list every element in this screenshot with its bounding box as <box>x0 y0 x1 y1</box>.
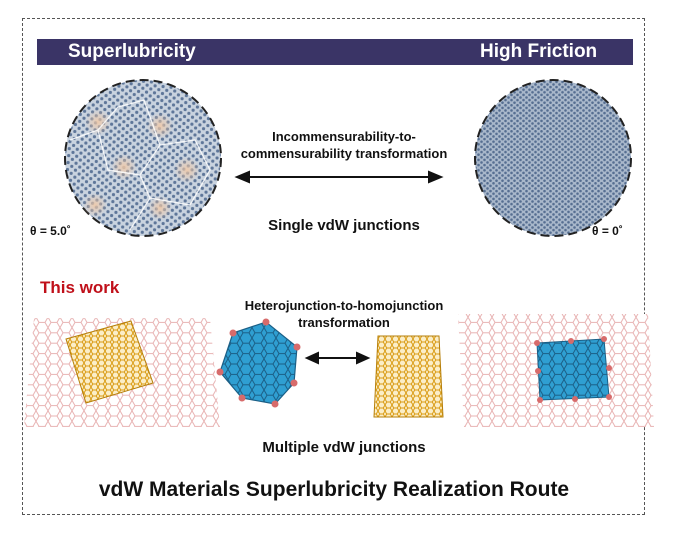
top-transformation-line2: commensurability transformation <box>240 146 448 161</box>
bottom-transformation-label: Heterojunction-to-homojunction transform… <box>218 297 470 331</box>
single-junctions-label: Single vdW junctions <box>268 217 420 234</box>
moire-lattice-disc <box>64 79 222 237</box>
superlubricity-label: Superlubricity <box>68 41 196 62</box>
high-friction-label: High Friction <box>480 41 598 62</box>
bottom-double-arrow <box>304 351 371 365</box>
substrate-with-rotated-flake <box>24 318 220 427</box>
top-double-arrow <box>234 170 444 184</box>
header-banner <box>37 39 633 65</box>
top-transformation-label: Incommensurability-to- commensurability … <box>228 128 460 162</box>
commensurate-lattice-disc <box>474 79 632 237</box>
multiple-junctions-label: Multiple vdW junctions <box>262 439 426 456</box>
theta-right-label: θ = 0˚ <box>592 224 623 238</box>
footer-title: vdW Materials Superlubricity Realization… <box>98 478 570 501</box>
yellow-hexagonal-flake <box>373 335 444 418</box>
blue-hexagonal-flake <box>216 318 301 408</box>
this-work-label: This work <box>40 278 120 297</box>
substrate-with-aligned-flake <box>458 314 654 427</box>
dashed-frame <box>22 18 645 515</box>
theta-left-label: θ = 5.0˚ <box>30 224 71 238</box>
bottom-transformation-line2: transformation <box>298 315 390 330</box>
top-transformation-line1: Incommensurability-to- <box>272 129 416 144</box>
bottom-transformation-line1: Heterojunction-to-homojunction <box>244 298 444 313</box>
